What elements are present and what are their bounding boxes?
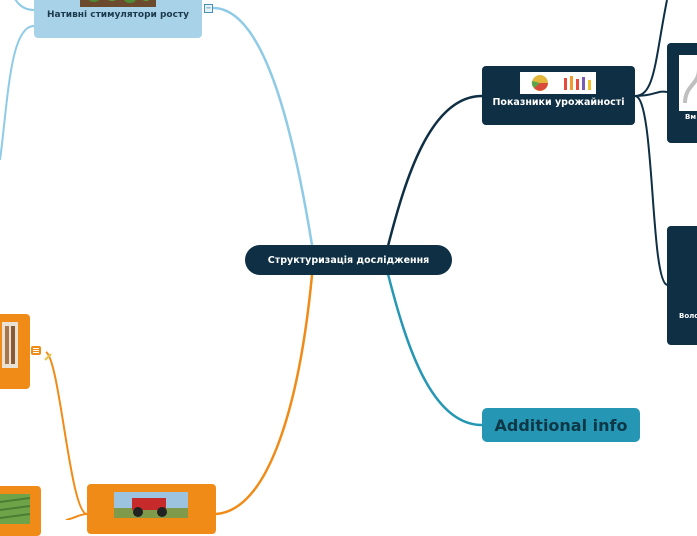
topic-native-growth-stimulators[interactable]: Нативні стимулятори росту <box>34 0 202 38</box>
subtopic-right-1[interactable]: Вм <box>667 43 697 143</box>
pie-and-bar-charts-image <box>520 72 596 94</box>
topic-yield-label: Показники урожайності <box>492 97 625 108</box>
topic-yield-indicators[interactable]: Показники урожайності <box>482 66 635 125</box>
green-field-photo <box>0 494 30 524</box>
collapse-toggle-icon[interactable]: − <box>204 4 213 13</box>
soil-samples-photo <box>2 322 18 368</box>
seedlings-photo <box>80 0 156 7</box>
topic-orange-field[interactable] <box>0 486 41 536</box>
stimulators-label: Нативні стимулятори росту <box>46 10 190 20</box>
topic-orange-soil[interactable] <box>0 314 30 389</box>
central-topic-label: Структуризація дослідження <box>267 254 430 266</box>
topic-orange-tractor[interactable] <box>87 484 216 534</box>
note-icon[interactable] <box>31 346 41 355</box>
link-icon[interactable] <box>44 346 52 361</box>
topic-additional-info[interactable]: Additional info <box>482 408 640 442</box>
connector-lines <box>0 0 668 520</box>
additional-info-label: Additional info <box>494 415 628 435</box>
tractor-photo <box>114 492 188 518</box>
subtopic-right-1-label: Вм <box>685 113 697 121</box>
subtopic-right-2[interactable]: Воло <box>667 226 697 345</box>
lab-equipment-image <box>679 55 697 111</box>
central-topic[interactable]: Структуризація дослідження <box>245 245 452 275</box>
subtopic-right-2-label: Воло <box>679 312 697 320</box>
